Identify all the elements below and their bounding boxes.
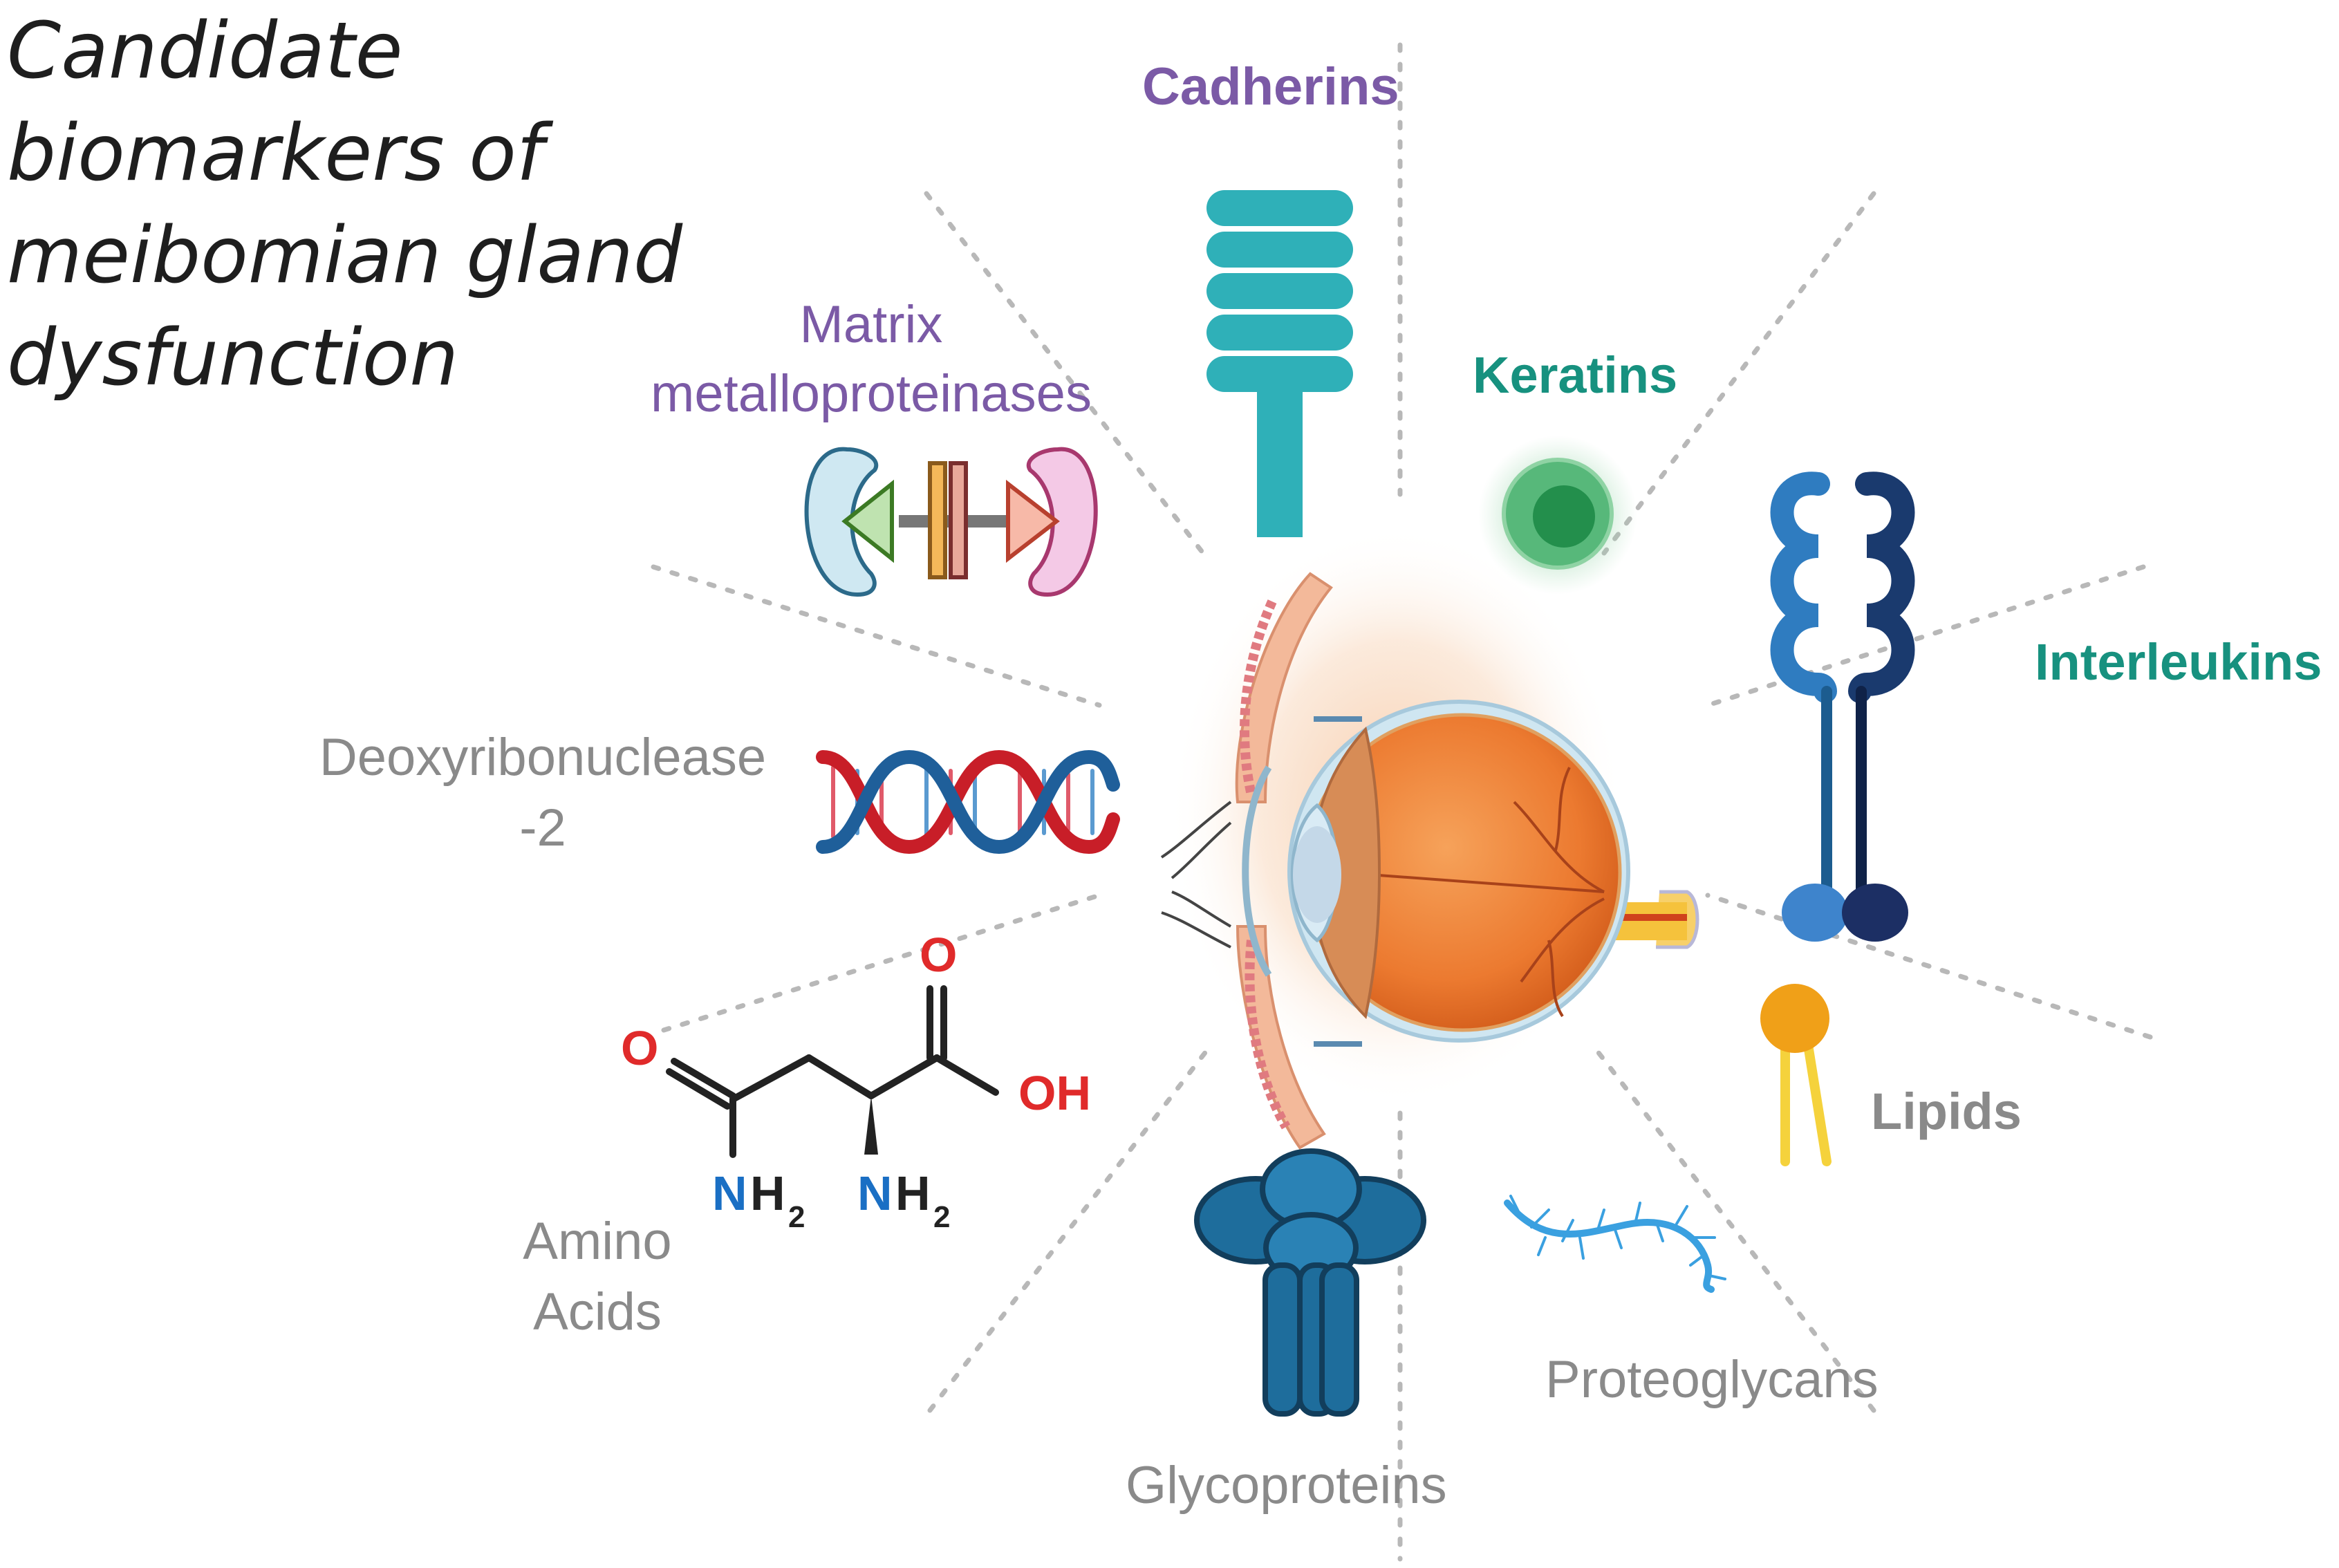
amino-acid-atoms: O O OH N H 2 N H 2 [621,928,1091,1234]
label-cadherins: Cadherins [1142,57,1399,116]
eye-illustration [1160,525,1699,1150]
label-interleukins: Interleukins [2035,633,2322,691]
atom-o-top: O [920,928,957,982]
cadherin-icon [1206,190,1353,537]
label-keratins: Keratins [1473,346,1678,404]
atom-n1: N [712,1166,747,1220]
atom-sub1: 2 [788,1200,805,1234]
mmp-icon [804,447,1098,597]
atom-oh: OH [1018,1066,1091,1120]
atom-o-left: O [621,1021,658,1075]
lipid-icon [1760,984,1832,1166]
label-amino-acids: Amino Acids [523,1212,672,1341]
diagram-title: Candidate biomarkers of meibomian gland … [7,6,683,403]
dna-icon [816,749,1120,855]
label-proteoglycans: Proteoglycans [1545,1350,1879,1409]
label-matrix-metalloproteinases: Matrix metalloproteinases [651,295,1092,423]
amino-acid-structure [666,985,999,1158]
glycoprotein-icon [1194,1148,1426,1417]
divider-rays [651,42,2153,1562]
interleukin-icon [1770,472,1915,942]
atom-h2: H [895,1166,931,1220]
proteoglycan-icon [1504,1195,1726,1293]
label-glycoproteins: Glycoproteins [1126,1456,1447,1515]
label-deoxyribonuclease: Deoxyribonuclease -2 [319,728,767,857]
atom-n2: N [857,1166,893,1220]
keratin-icon [1478,436,1637,595]
label-lipids: Lipids [1871,1083,2022,1140]
atom-h1: H [750,1166,785,1220]
atom-sub2: 2 [933,1200,950,1234]
